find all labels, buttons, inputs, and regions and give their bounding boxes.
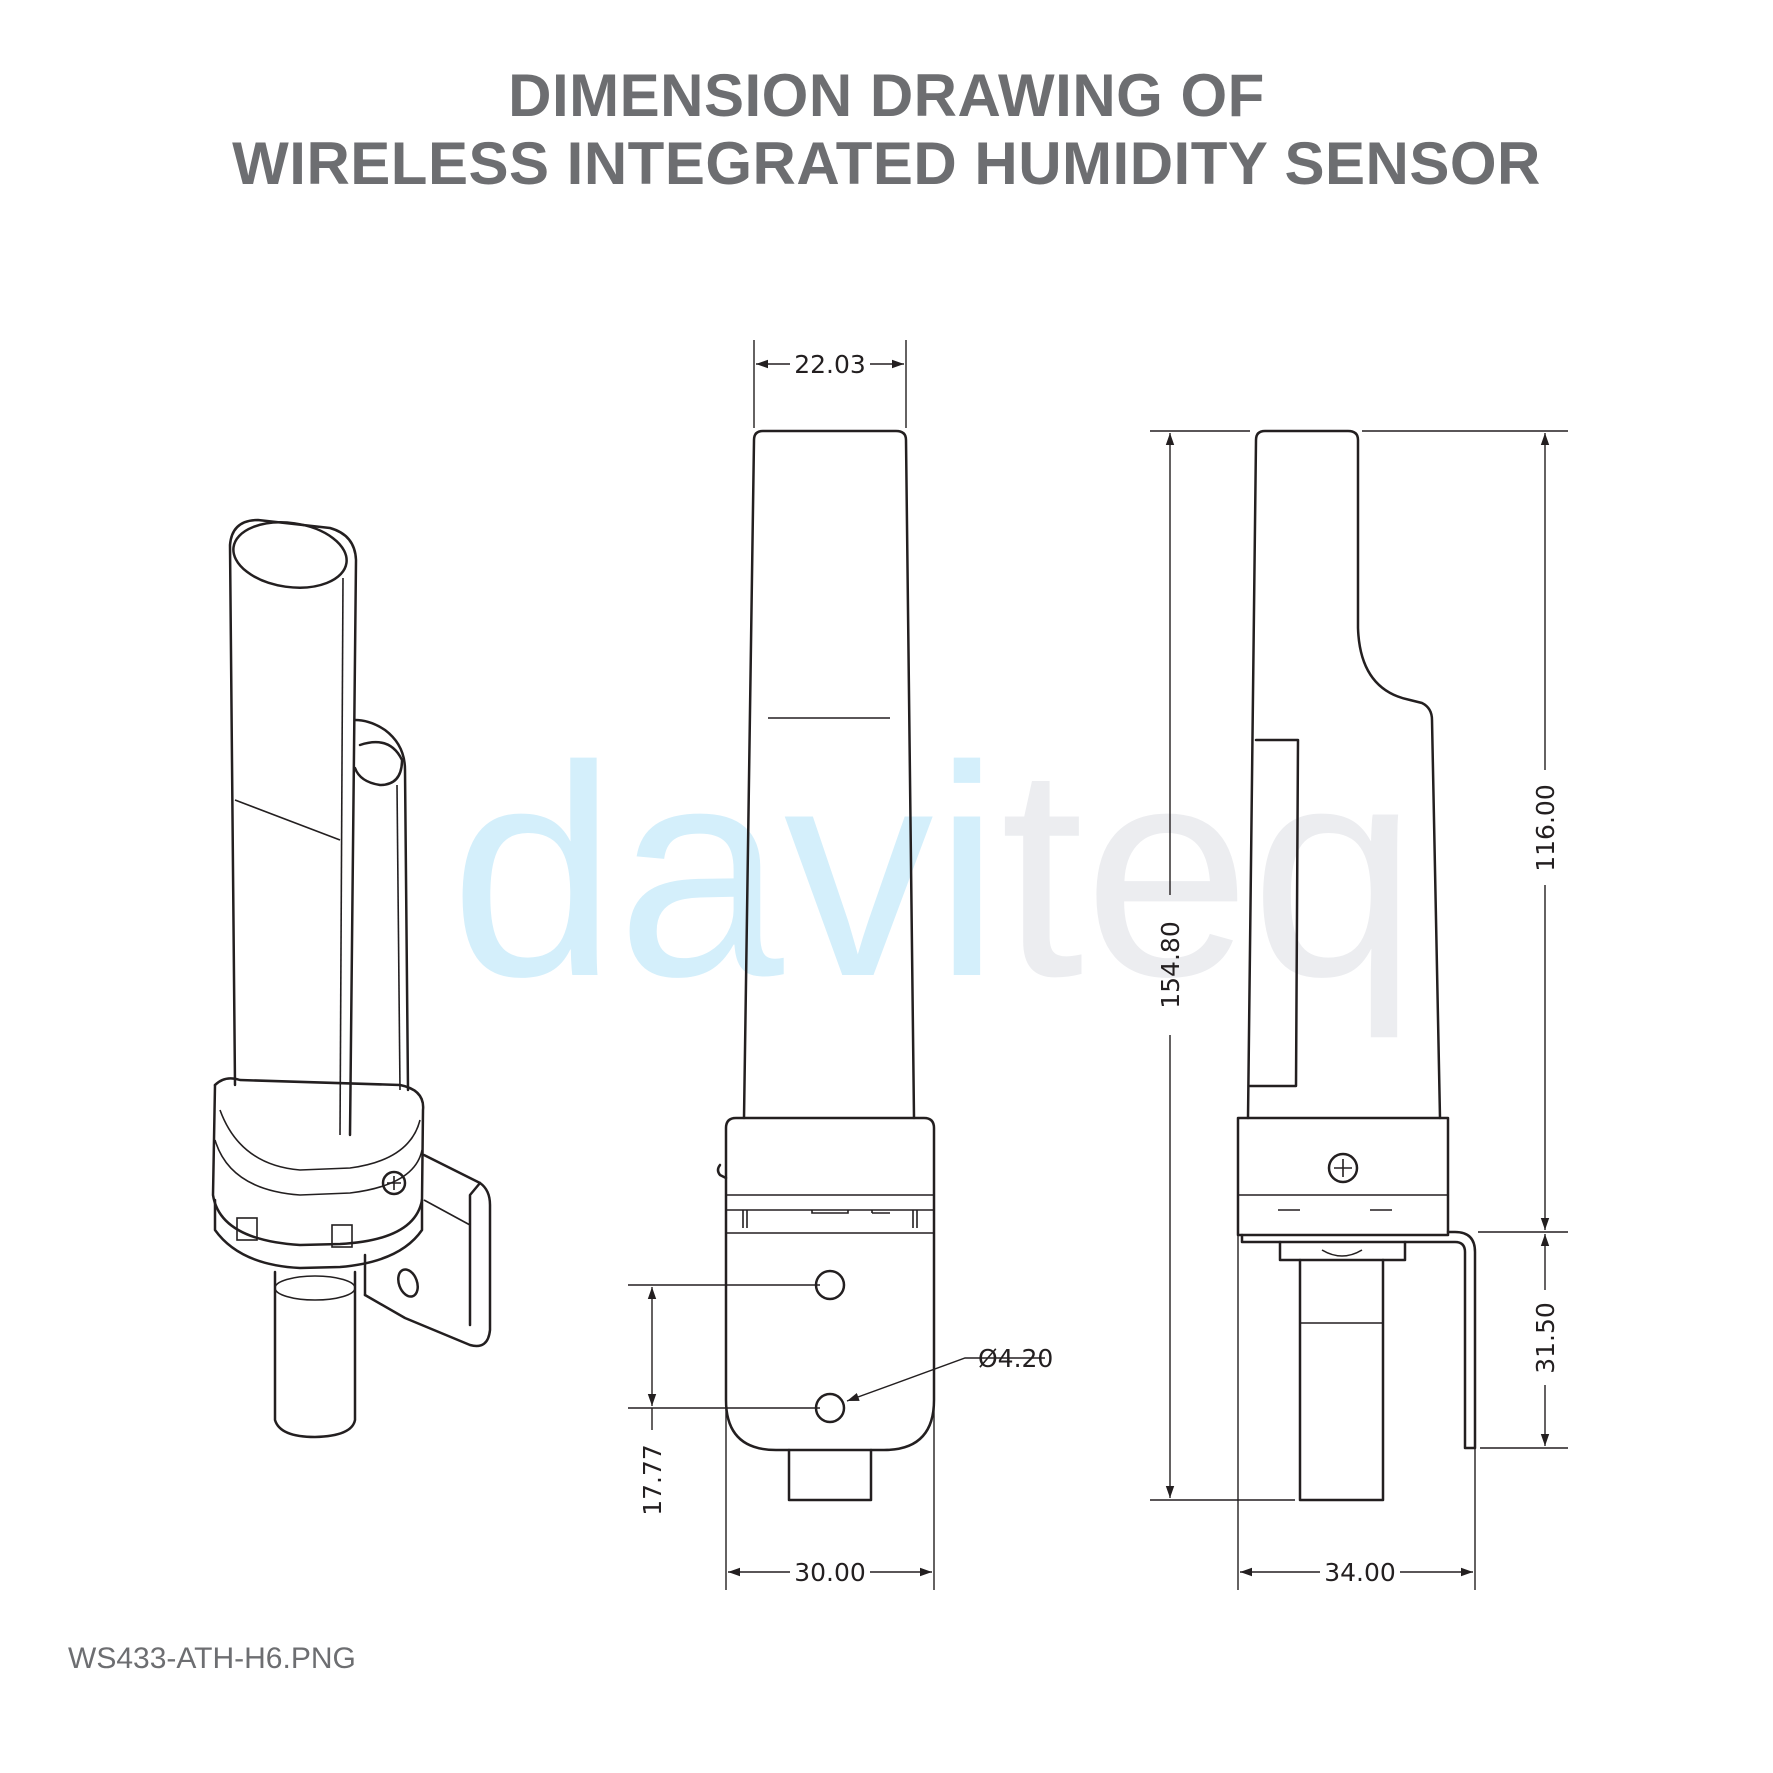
- dimension-labels: 22.03 30.00 34.00 Ø4.20 154.80 116.00 31…: [638, 350, 1560, 1587]
- title-line-1: DIMENSION DRAWING OF: [508, 62, 1265, 129]
- dim-upper-height: 116.00: [1531, 784, 1560, 871]
- dim-side-width: 34.00: [1324, 1558, 1396, 1587]
- dim-lower-height: 31.50: [1531, 1302, 1560, 1374]
- watermark-part-1: davi: [450, 703, 1000, 1039]
- watermark-logo: daviteq: [450, 703, 1417, 1041]
- dim-front-width: 30.00: [794, 1558, 866, 1587]
- dim-total-height: 154.80: [1156, 921, 1185, 1008]
- side-view: [1236, 429, 1477, 1502]
- dim-hole-diameter: Ø4.20: [978, 1344, 1053, 1373]
- title-line-2: WIRELESS INTEGRATED HUMIDITY SENSOR: [232, 130, 1541, 197]
- dim-hole-spacing: 17.77: [638, 1444, 667, 1516]
- file-name-caption: WS433-ATH-H6.PNG: [68, 1642, 356, 1675]
- dim-top-width: 22.03: [794, 350, 866, 379]
- drawing-title: DIMENSION DRAWING OF WIRELESS INTEGRATED…: [0, 62, 1773, 198]
- dimension-lines: [628, 340, 1568, 1590]
- watermark-part-2: teq: [1000, 703, 1417, 1041]
- isometric-view: [211, 518, 492, 1439]
